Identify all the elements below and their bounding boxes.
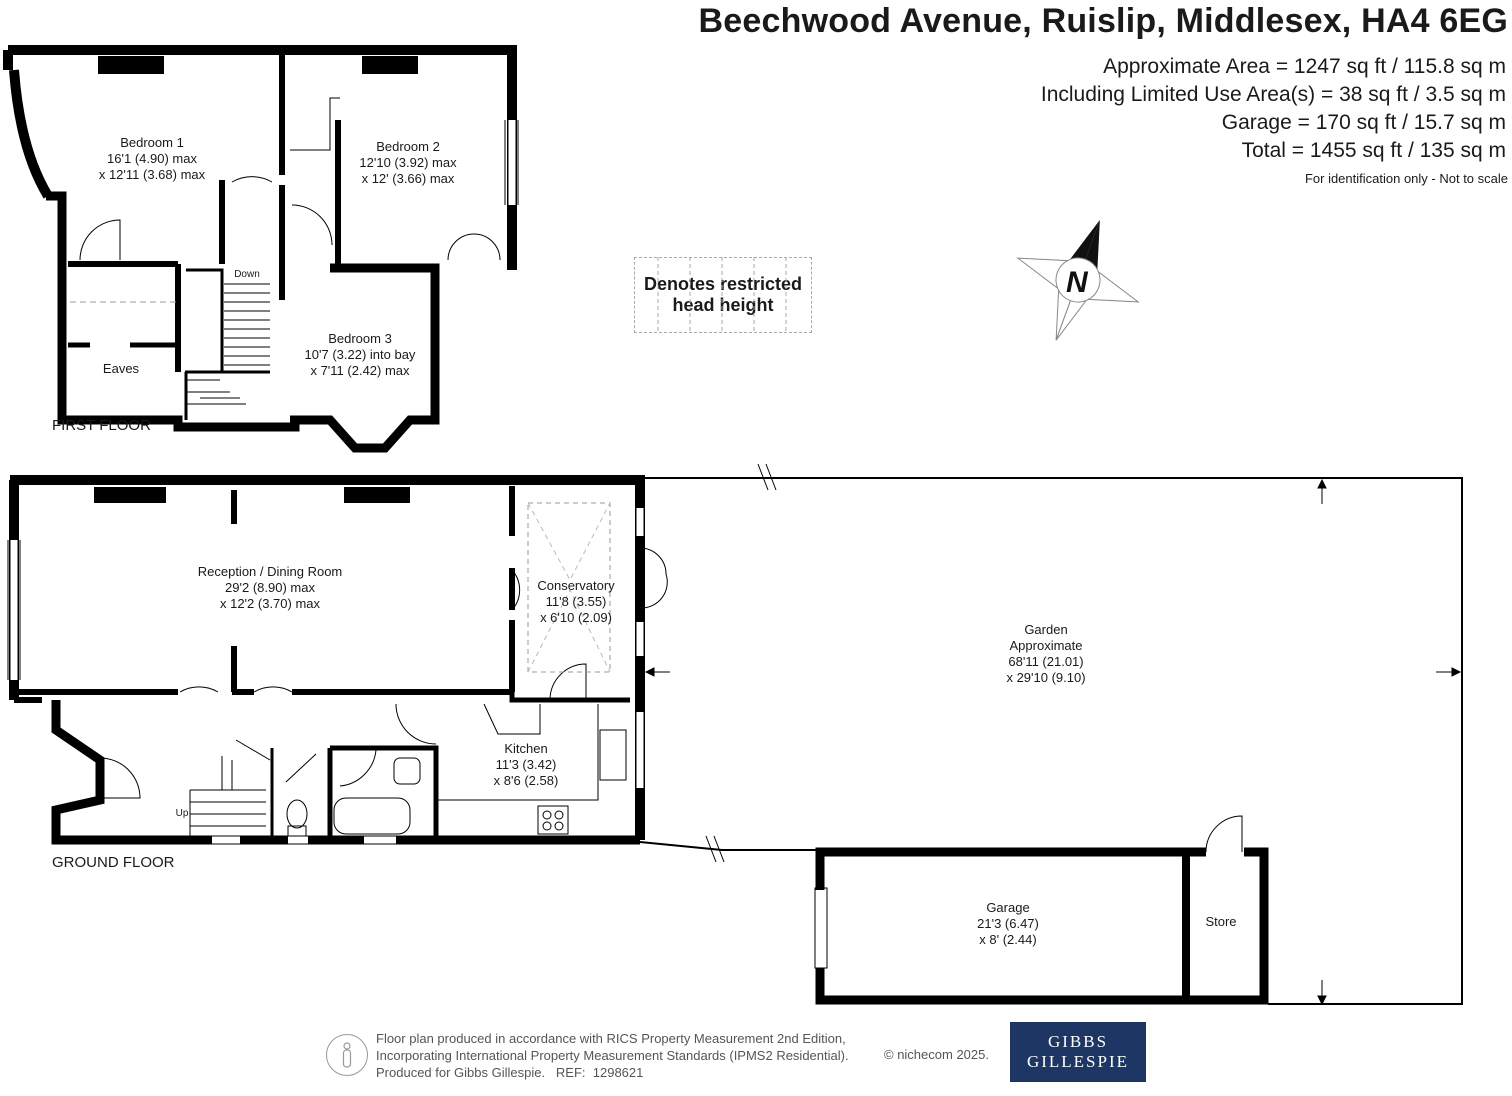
garden-garage-plan	[639, 463, 1463, 1006]
restricted-key-dividers	[657, 257, 787, 331]
bedroom2-width: x 12' (3.66) max	[362, 171, 455, 186]
stairs-down-label: Down	[234, 269, 260, 280]
garage-length: 21'3 (6.47)	[977, 916, 1039, 931]
total-area: Total = 1455 sq ft / 135 sq m	[1241, 139, 1506, 162]
logo-line-1: GIBBS	[1047, 1032, 1109, 1051]
conservatory-name: Conservatory	[537, 578, 615, 593]
restricted-line-1: Denotes restricted	[643, 274, 803, 294]
garden-length: 68'11 (21.01)	[1008, 654, 1083, 669]
identification-note: For identification only - Not to scale	[1304, 171, 1508, 186]
approximate-area: Approximate Area = 1247 sq ft / 115.8 sq…	[1103, 55, 1506, 78]
first-floor-label: FIRST FLOOR	[52, 417, 151, 434]
garden-name: Garden	[1024, 622, 1067, 637]
garage-area: Garage = 170 sq ft / 15.7 sq m	[1221, 111, 1506, 134]
compass-icon	[1016, 219, 1140, 341]
kitchen-length: 11'3 (3.42)	[496, 757, 557, 772]
property-title: Beechwood Avenue, Ruislip, Middlesex, HA…	[698, 2, 1508, 40]
reception-name: Reception / Dining Room	[198, 564, 343, 579]
logo-line-2: GILLESPIE	[1026, 1052, 1130, 1071]
copyright-text: © nichecom 2025.	[884, 1047, 989, 1062]
bedroom3-length: 10'7 (3.22) into bay	[305, 347, 416, 362]
gibbs-gillespie-logo: GIBBS GILLESPIE	[1010, 1022, 1146, 1082]
person-icon	[326, 1034, 368, 1076]
compass-north-label: N	[1066, 266, 1089, 299]
ground-floor-plan	[7, 475, 668, 845]
garage-width: x 8' (2.44)	[979, 932, 1036, 947]
footer-line-2: Incorporating International Property Mea…	[376, 1048, 849, 1063]
footer-line-1: Floor plan produced in accordance with R…	[376, 1031, 846, 1046]
bedroom3-width: x 7'11 (2.42) max	[310, 363, 410, 378]
conservatory-length: 11'8 (3.55)	[546, 594, 607, 609]
garden-width: x 29'10 (9.10)	[1006, 670, 1085, 685]
bedroom1-width: x 12'11 (3.68) max	[99, 167, 206, 182]
kitchen-name: Kitchen	[504, 741, 547, 756]
bedroom2-name: Bedroom 2	[376, 139, 440, 154]
restricted-line-2: head height	[672, 295, 774, 315]
conservatory-width: x 6'10 (2.09)	[540, 610, 612, 625]
footer-line-3: Produced for Gibbs Gillespie. REF: 12986…	[376, 1065, 644, 1080]
eaves-label: Eaves	[103, 361, 140, 376]
garage-name: Garage	[986, 900, 1029, 915]
bedroom3-name: Bedroom 3	[328, 331, 392, 346]
limited-use-area: Including Limited Use Area(s) = 38 sq ft…	[1040, 83, 1506, 106]
stairs-up-label: Up	[176, 808, 189, 819]
ground-floor-label: GROUND FLOOR	[52, 854, 175, 871]
bedroom1-length: 16'1 (4.90) max	[107, 151, 197, 166]
reception-length: 29'2 (8.90) max	[225, 580, 315, 595]
footer-text: Floor plan produced in accordance with R…	[376, 1030, 849, 1081]
first-floor-plan	[3, 45, 519, 453]
kitchen-width: x 8'6 (2.58)	[494, 773, 559, 788]
bedroom1-name: Bedroom 1	[120, 135, 184, 150]
garden-approx: Approximate	[1010, 638, 1083, 653]
reception-width: x 12'2 (3.70) max	[220, 596, 321, 611]
store-label: Store	[1205, 914, 1236, 929]
person-icon-shape	[342, 1042, 352, 1068]
bedroom2-length: 12'10 (3.92) max	[359, 155, 457, 170]
